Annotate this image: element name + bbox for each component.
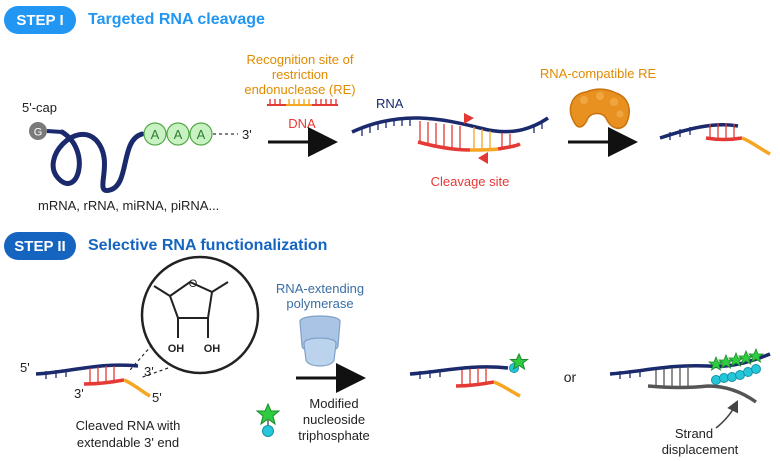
polymerase-icon (299, 315, 341, 367)
g-cap-icon (29, 122, 47, 140)
modified-label-3: triphosphate (298, 428, 370, 443)
oh-left: OH (168, 343, 185, 355)
step1-badge-label: STEP I (16, 11, 64, 29)
mrna-molecule: G A A A 3' 5'-cap (22, 100, 252, 193)
re-enzyme-icon (569, 88, 630, 129)
step1-badge: STEP I (4, 6, 76, 34)
g-cap-letter: G (34, 127, 43, 139)
step2-title: Selective RNA functionalization (88, 237, 328, 254)
rna-dna-hybrid: RNA Cleavage site (351, 96, 549, 189)
five-cap-label: 5'-cap (22, 100, 57, 115)
strand-displacement-arrow (715, 399, 739, 429)
dna-bottom-red-1 (417, 140, 471, 152)
three-prime-top: 3' (144, 364, 154, 379)
recognition-line-1: Recognition site of (247, 52, 354, 67)
rna-label: RNA (376, 96, 404, 111)
or-label: or (564, 369, 577, 385)
cleaved-product (659, 123, 771, 156)
mrna-strand (50, 129, 145, 193)
recognition-site: Recognition site of restriction endonucl… (244, 52, 355, 131)
step2-badge: STEP II (4, 232, 76, 260)
three-prime-bottom: 3' (74, 386, 84, 401)
step1-title: Targeted RNA cleavage (88, 11, 265, 28)
functionalized-product-2 (609, 347, 771, 404)
strand-label-1: Strand (675, 426, 713, 441)
oh-right: OH (204, 343, 221, 355)
ribose-zoom: O OH OH (129, 255, 260, 379)
re-label: RNA-compatible RE (540, 66, 657, 81)
dna-bottom-yellow (469, 147, 499, 152)
poly-a-label-3: A (197, 127, 206, 142)
modified-label-1: Modified (309, 396, 358, 411)
five-prime-bottom: 5' (152, 390, 162, 405)
poly-a-circle-1 (143, 122, 167, 146)
cleaved-rna-step2: 5' 3' 3' 5' (20, 360, 162, 405)
strand-label-2: displacement (662, 442, 739, 457)
hybrid-base-pairs (361, 118, 543, 136)
dna-label: DNA (288, 116, 316, 131)
cleavage-site-label: Cleavage site (431, 174, 510, 189)
ribose-o: O (189, 278, 198, 290)
five-prime-top: 5' (20, 360, 30, 375)
cleaved-caption-2: extendable 3' end (77, 435, 179, 450)
rna-types-caption: mRNA, rRNA, miRNA, piRNA... (38, 198, 219, 213)
cleavage-marker-bottom (478, 152, 488, 164)
poly-a-label-2: A (174, 127, 183, 142)
cleaved-caption-1: Cleaved RNA with (76, 418, 181, 433)
mrna-three-prime: 3' (242, 127, 252, 142)
step2-badge-label: STEP II (14, 237, 66, 255)
cleavage-marker-top (464, 113, 474, 124)
modified-label-2: nucleoside (303, 412, 365, 427)
recognition-line-3: endonuclease (RE) (244, 82, 355, 97)
poly-a-circle-2 (166, 122, 190, 146)
poly-a-label-1: A (151, 127, 160, 142)
rna-top-strand (351, 116, 549, 134)
poly-a-circle-3 (189, 122, 213, 146)
recognition-line-2: restriction (272, 67, 328, 82)
polymerase-label-1: RNA-extending (276, 281, 364, 296)
dna-bottom-red-2 (497, 142, 521, 151)
modified-nucleoside-icon (255, 402, 281, 437)
functionalized-product-1 (409, 352, 530, 398)
polymerase-label-2: polymerase (286, 296, 353, 311)
